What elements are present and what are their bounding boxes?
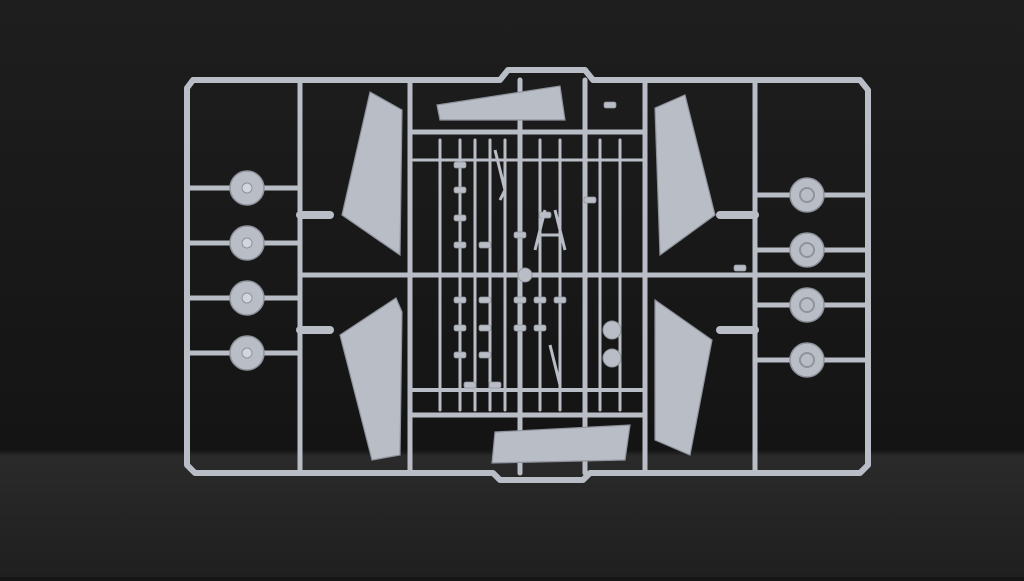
small-part [478, 324, 492, 332]
small-part [478, 241, 492, 249]
strut-part [533, 209, 567, 251]
outer-runner [184, 67, 871, 483]
small-part [488, 381, 502, 389]
small-wheel [602, 320, 622, 340]
wing-flap-part [654, 298, 713, 456]
small-part [453, 214, 467, 222]
small-wheel [602, 348, 622, 368]
small-part [453, 161, 467, 169]
small-part [533, 324, 547, 332]
wheel-hub [799, 352, 815, 368]
wheel [789, 287, 825, 323]
wheel-hub [241, 182, 253, 194]
wing-flap-part [436, 85, 566, 121]
wing-flap-part [654, 94, 716, 257]
small-part [478, 351, 492, 359]
small-part [453, 351, 467, 359]
small-part [463, 381, 477, 389]
wheel [789, 177, 825, 213]
small-part [553, 296, 567, 304]
wheel-hub [799, 297, 815, 313]
small-part [453, 186, 467, 194]
wheel [789, 342, 825, 378]
wing-flap-part [491, 424, 631, 464]
small-part [603, 101, 617, 109]
wheel-hub [799, 242, 815, 258]
small-part [453, 324, 467, 332]
wheel [789, 232, 825, 268]
wing-flap-part [339, 297, 403, 461]
wheel-hub [241, 292, 253, 304]
small-part [513, 231, 527, 239]
hub-part [517, 267, 533, 283]
wheel-hub [241, 347, 253, 359]
small-part [453, 296, 467, 304]
leg-part [493, 149, 562, 386]
wing-flap-part [341, 91, 403, 257]
wheel-hub [241, 237, 253, 249]
sprue-frame [184, 67, 871, 483]
small-part [478, 296, 492, 304]
small-part [513, 296, 527, 304]
wheel-hub [799, 187, 815, 203]
small-part [733, 264, 747, 272]
small-part [513, 324, 527, 332]
small-part [533, 296, 547, 304]
small-part [453, 241, 467, 249]
small-part [583, 196, 597, 204]
